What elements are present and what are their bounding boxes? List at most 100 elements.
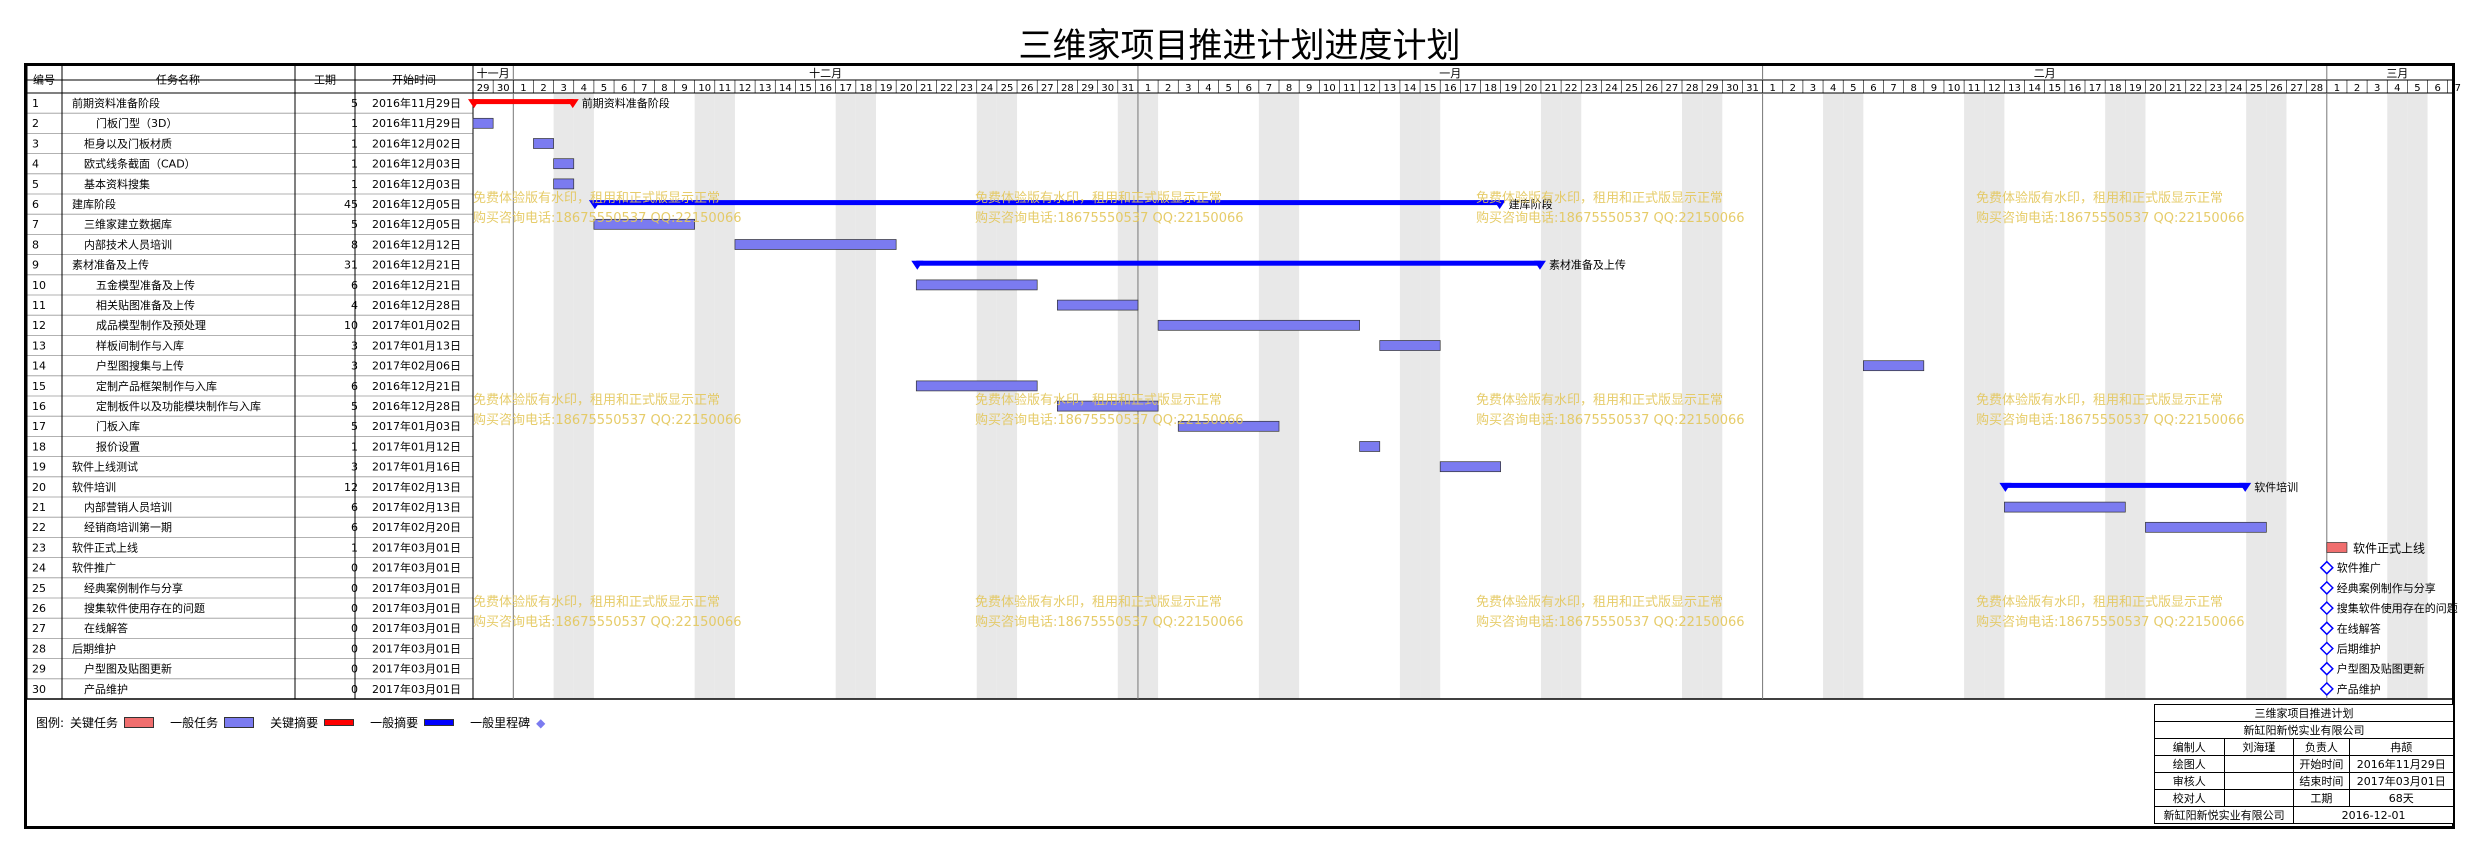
weekend-shade (1702, 93, 1723, 699)
watermark-text: 购买咨询电话:18675550537 QQ:22150066 (975, 412, 1244, 428)
task-id: 28 (32, 642, 46, 655)
info-footer-company: 新缸阳新悦实业有限公司 (2153, 806, 2295, 824)
task-bar (553, 178, 575, 190)
info-duration-label: 工期 (2293, 789, 2350, 807)
task-start: 2016年12月21日 (372, 278, 461, 292)
day-label: 21 (1545, 83, 1558, 94)
info-editor-label: 编制人 (2154, 738, 2225, 756)
task-duration: 6 (351, 501, 358, 514)
day-label: 18 (1484, 83, 1497, 94)
task-duration: 8 (351, 238, 358, 251)
task-bar-label: 软件正式上线 (2353, 542, 2425, 556)
legend-task-label: 一般任务 (170, 716, 219, 730)
chart-frame (24, 63, 2455, 829)
milestone-label: 后期维护 (2337, 642, 2381, 656)
legend-task-swatch (224, 717, 255, 728)
task-bar (915, 380, 1038, 392)
task-duration: 1 (351, 440, 358, 453)
watermark-text: 购买咨询电话:18675550537 QQ:22150066 (975, 210, 1244, 226)
day-label: 12 (739, 83, 752, 94)
milestone-marker (2319, 661, 2334, 676)
task-name: 报价设置 (96, 439, 140, 453)
task-duration: 6 (351, 380, 358, 393)
task-name: 定制产品框架制作与入库 (96, 379, 217, 393)
day-label: 15 (1424, 83, 1437, 94)
task-id: 22 (32, 521, 46, 534)
weekend-shade (2125, 93, 2146, 699)
day-label: 19 (1504, 83, 1517, 94)
day-label: 27 (1041, 83, 1054, 94)
task-id: 26 (32, 602, 46, 615)
day-label: 29 (1706, 83, 1719, 94)
task-name: 经销商培训第一期 (84, 520, 172, 534)
task-id: 21 (32, 501, 46, 514)
task-bar (2004, 501, 2126, 513)
day-label: 29 (1081, 83, 1094, 94)
day-label: 6 (621, 83, 627, 94)
weekend-shade (1561, 93, 1582, 699)
info-footer-date: 2016-12-01 (2293, 806, 2454, 824)
task-duration: 5 (351, 420, 358, 433)
weekend-shade (1540, 93, 1562, 699)
task-id: 12 (32, 319, 46, 332)
month-label: 十一月 (477, 66, 510, 80)
day-label: 3 (1185, 83, 1191, 94)
weekend-shade (2407, 93, 2428, 699)
day-label: 10 (1323, 83, 1336, 94)
weekend-shade (976, 93, 997, 699)
day-label: 11 (1343, 83, 1356, 94)
day-label: 29 (477, 83, 490, 94)
day-label: 1 (2334, 83, 2340, 94)
day-label: 19 (2129, 83, 2142, 94)
day-label: 8 (661, 83, 667, 94)
milestone-marker (2319, 621, 2334, 636)
summary-cap-left (911, 260, 924, 270)
day-label: 28 (2310, 83, 2323, 94)
watermark-text: 购买咨询电话:18675550537 QQ:22150066 (1976, 412, 2245, 428)
info-duration: 68天 (2348, 789, 2455, 807)
task-start: 2016年12月03日 (372, 157, 461, 171)
task-start: 2016年11月29日 (372, 116, 461, 130)
day-label: 4 (2394, 83, 2400, 94)
task-name: 软件正式上线 (72, 540, 138, 554)
day-label: 21 (2169, 83, 2182, 94)
day-label: 2 (1790, 83, 1796, 94)
task-start: 2017年03月01日 (372, 601, 461, 615)
watermark-text: 免费体验版有水印，租用和正式版显示正常 (975, 392, 1222, 408)
task-start: 2016年12月05日 (372, 217, 461, 231)
task-id: 11 (32, 299, 46, 312)
info-drawer (2223, 755, 2295, 773)
task-duration: 31 (344, 259, 358, 272)
task-start: 2016年12月28日 (372, 399, 461, 413)
milestone-marker (2319, 580, 2334, 595)
task-id: 15 (32, 380, 46, 393)
day-label: 19 (880, 83, 893, 94)
task-id: 5 (32, 178, 39, 191)
task-name: 内部技术人员培训 (84, 237, 172, 251)
watermark-text: 购买咨询电话:18675550537 QQ:22150066 (975, 614, 1244, 630)
column-header-name: 任务名称 (156, 73, 200, 87)
day-label: 22 (940, 83, 953, 94)
summary-bar (473, 99, 574, 105)
day-label: 27 (1666, 83, 1679, 94)
task-start: 2017年03月01日 (372, 540, 461, 554)
watermark-text: 购买咨询电话:18675550537 QQ:22150066 (1476, 210, 1745, 226)
task-id: 18 (32, 440, 46, 453)
day-label: 16 (1444, 83, 1457, 94)
watermark-text: 免费体验版有水印，租用和正式版显示正常 (1476, 392, 1723, 408)
day-label: 26 (1021, 83, 1034, 94)
task-name: 建库阶段 (72, 197, 116, 211)
weekend-shade (553, 93, 574, 699)
info-checker (2223, 789, 2295, 807)
task-bar (1359, 441, 1381, 452)
day-label: 15 (2048, 83, 2061, 94)
day-label: 14 (1404, 83, 1417, 94)
task-id: 20 (32, 481, 46, 494)
task-id: 3 (32, 137, 39, 150)
task-duration: 3 (351, 461, 358, 474)
task-duration: 1 (351, 541, 358, 554)
task-name: 素材准备及上传 (72, 258, 149, 272)
day-label: 17 (1464, 83, 1477, 94)
task-name: 前期资料准备阶段 (72, 96, 160, 110)
task-bar (472, 117, 494, 129)
